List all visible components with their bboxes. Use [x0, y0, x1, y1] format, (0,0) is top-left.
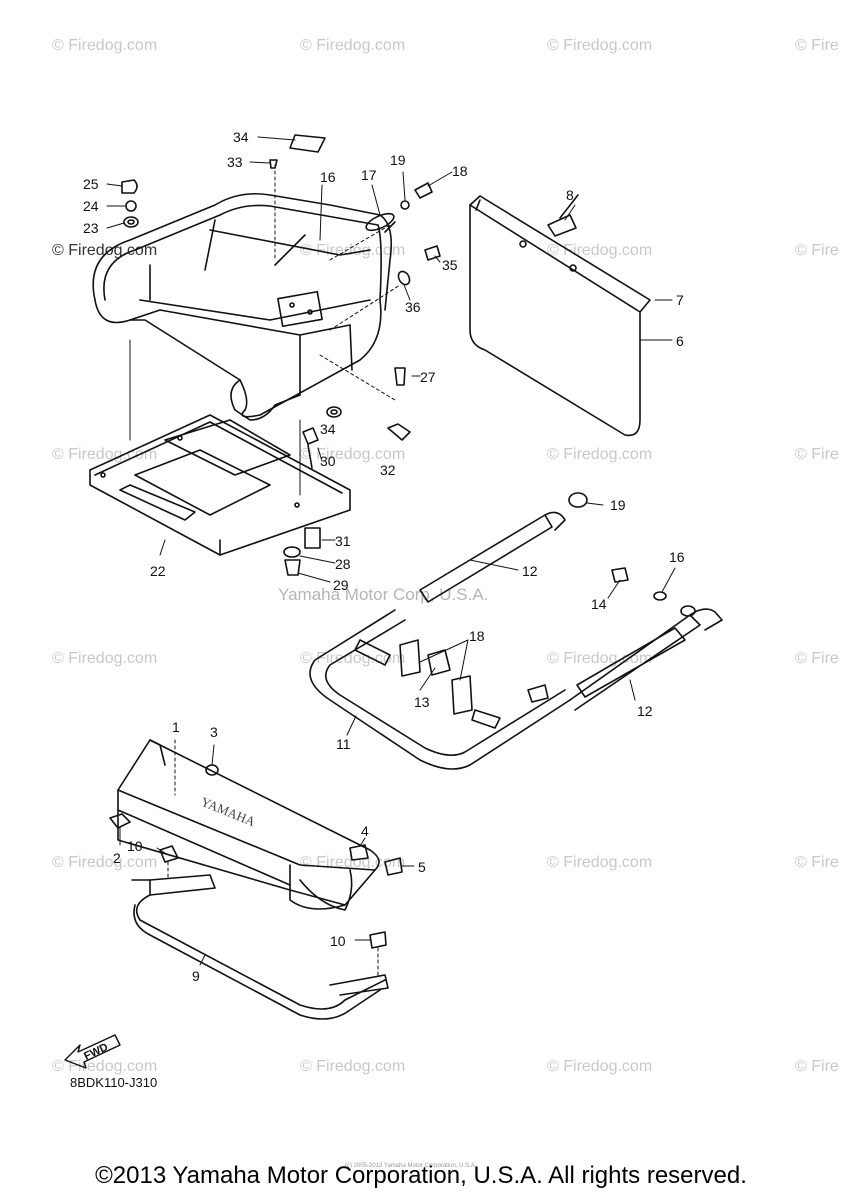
part-label: 33: [227, 154, 243, 170]
part-label: 22: [150, 563, 166, 579]
part-label: 36: [405, 299, 421, 315]
yamaha-stamp: YAMAHA: [199, 794, 258, 830]
part-label: 4: [361, 823, 369, 839]
part-label: 23: [83, 220, 99, 236]
part-label: 10: [127, 838, 143, 854]
part-label: 30: [320, 453, 336, 469]
fwd-label: FWD: [82, 1041, 110, 1062]
part-label: 2: [113, 850, 121, 866]
frame-11-12: [309, 492, 723, 770]
watermark: © Firedog.com: [300, 1058, 406, 1075]
watermark: © Firedog.com: [547, 1058, 653, 1075]
copyright-notice: ©2013 Yamaha Motor Corporation, U.S.A. A…: [95, 1162, 747, 1189]
part-label: 24: [83, 198, 99, 214]
watermark: © Firedog.com: [52, 854, 158, 871]
part-label: 28: [335, 556, 351, 572]
watermark: © Fire: [795, 242, 839, 259]
part-label: 10: [330, 933, 346, 949]
part-label: 27: [420, 369, 436, 385]
part-label: 6: [676, 333, 684, 349]
part-label: 5: [418, 859, 426, 875]
bumper-1: [117, 739, 380, 911]
watermark: © Firedog.com: [547, 650, 653, 667]
part-label: 17: [361, 167, 377, 183]
leader-lines-upper: [106, 136, 453, 496]
part-label: 19: [390, 152, 406, 168]
front-guard-9: [131, 874, 389, 1020]
fasteners-2-4-5-10: [109, 813, 415, 976]
part-label: 8: [566, 187, 574, 203]
part-label: 11: [336, 736, 351, 752]
watermark: © Firedog.com: [52, 1058, 158, 1075]
part-label: 14: [591, 596, 607, 612]
watermark: © Firedog.com: [300, 37, 406, 54]
part-label: 12: [637, 703, 653, 719]
watermark: © Fire: [795, 1058, 839, 1075]
part-label: 31: [335, 533, 351, 549]
part-label: 35: [442, 257, 458, 273]
watermark: © Firedog.com: [547, 854, 653, 871]
skid-plate-22: [89, 414, 351, 556]
watermark: © Firedog.com: [547, 37, 653, 54]
part-label: 16: [669, 549, 685, 565]
watermark: © Fire: [795, 446, 839, 463]
watermark: © Firedog.com: [52, 650, 158, 667]
corp-watermark: Yamaha Motor Corp, U.S.A.: [278, 585, 489, 604]
parts-23-25: [121, 179, 139, 228]
part-label: 18: [452, 163, 468, 179]
part-label: 12: [522, 563, 538, 579]
part-label: 29: [333, 577, 349, 593]
parts-19-21: [365, 182, 433, 233]
watermark: © Firedog.com: [300, 242, 406, 259]
parts-33-34: [397, 245, 441, 286]
part-label: 25: [83, 176, 99, 192]
part-label: 19: [610, 497, 626, 513]
fasteners-27-30: [283, 427, 336, 583]
watermark: © Fire: [795, 854, 839, 871]
watermark: © Fire: [795, 650, 839, 667]
part-label: 7: [676, 292, 684, 308]
part-label: 9: [192, 968, 200, 984]
watermark: © Firedog.com: [300, 446, 406, 463]
part-label: 18: [469, 628, 485, 644]
watermark: © Firedog.com: [547, 446, 653, 463]
tiny-credit: (c) 2005-2013 Yamaha Motor Corporation, …: [345, 1163, 477, 1169]
watermark: © Firedog.com: [52, 37, 158, 54]
watermark: © Firedog.com: [547, 242, 653, 259]
bolts-26-31-32: [326, 367, 421, 441]
part-label: 32: [380, 462, 396, 478]
rear-rack-18: [92, 192, 393, 421]
part-label: 3: [210, 724, 218, 740]
part-label: 34: [233, 129, 249, 145]
parts-35-36: [269, 134, 326, 169]
part-label: 34: [320, 421, 336, 437]
part-label: 13: [414, 694, 430, 710]
watermark: © Fire: [795, 37, 839, 54]
diagram-code: 8BDK110-J310: [70, 1075, 158, 1090]
watermark: © Firedog.com: [52, 242, 158, 259]
part-label: 1: [172, 719, 180, 735]
fwd-arrow-icon: [64, 1034, 121, 1069]
part-label: 16: [320, 169, 336, 185]
panel-6-7: [469, 194, 673, 437]
